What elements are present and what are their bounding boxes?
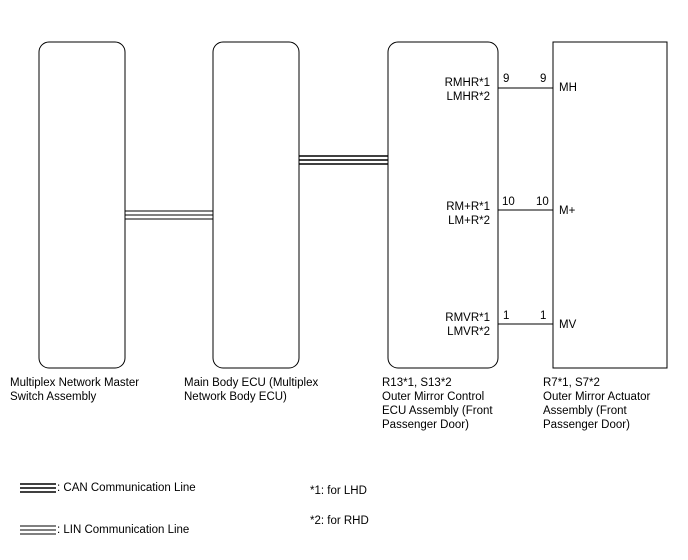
ecu-pin-mh: 9	[503, 73, 510, 85]
legend-can-symbol	[20, 483, 56, 493]
can-line-body-to-mirror	[299, 155, 388, 165]
note-rhd: *2: for RHD	[310, 515, 369, 527]
master-switch-box	[38, 41, 126, 369]
ecu-signal-mv: RMVR*1 LMVR*2	[445, 312, 490, 338]
mirror-ecu-box	[387, 41, 499, 369]
actuator-signal-mh: MH	[559, 82, 577, 94]
ecu-signal-mplus: RM+R*1 LM+R*2	[446, 201, 490, 227]
mirror-actuator-box	[552, 41, 668, 369]
ecu-pin-mplus: 10	[502, 196, 515, 208]
master-switch-label: Multiplex Network Master Switch Assembly	[10, 377, 140, 403]
actuator-signal-mv: MV	[559, 319, 577, 331]
ecu-signal-mh: RMHR*1 LMHR*2	[444, 77, 490, 103]
actuator-pin-mplus: 10	[536, 196, 549, 208]
legend-lin-text: : LIN Communication Line	[57, 524, 190, 536]
legend-lin-symbol	[20, 525, 56, 535]
main-body-ecu-label: Main Body ECU (Multiplex Network Body EC…	[184, 377, 319, 403]
mirror-actuator-label: R7*1, S7*2 Outer Mirror Actuator Assembl…	[543, 377, 651, 431]
ecu-pin-mv: 1	[503, 310, 510, 322]
actuator-pin-mh: 9	[540, 73, 547, 85]
note-lhd: *1: for LHD	[310, 485, 367, 497]
legend-can-text: : CAN Communication Line	[57, 482, 196, 494]
lin-line-master-to-body	[125, 210, 213, 220]
actuator-pin-mv: 1	[540, 310, 547, 322]
actuator-signal-mplus: M+	[559, 205, 576, 217]
mirror-ecu-label: R13*1, S13*2 Outer Mirror Control ECU As…	[382, 377, 493, 431]
main-body-ecu-box	[212, 41, 300, 369]
